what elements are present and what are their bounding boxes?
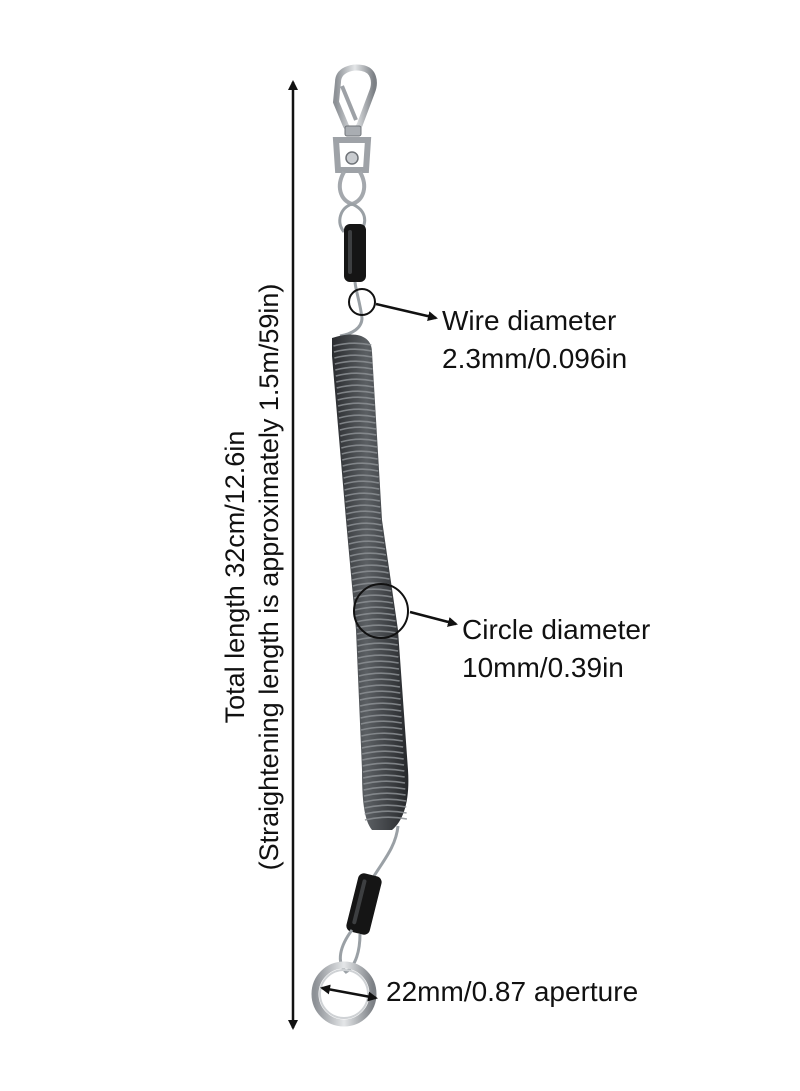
total-length-label: Total length 32cm/12.6in (Straightening … — [218, 284, 286, 871]
coil-winding — [342, 462, 379, 467]
coil-winding — [340, 432, 377, 437]
coil-winding — [363, 786, 406, 791]
coil-winding — [357, 648, 399, 653]
coil-winding — [335, 366, 373, 371]
coil-winding — [338, 414, 376, 419]
coil-winding — [353, 588, 392, 593]
coil-winding — [363, 798, 407, 803]
coil-winding — [354, 606, 394, 611]
coil-spring — [332, 334, 409, 830]
coil-winding — [350, 558, 387, 563]
coil-winding — [349, 546, 386, 551]
circle-diameter-label: Circle diameter 10mm/0.39in — [462, 614, 650, 684]
coil-winding — [359, 702, 402, 707]
coil-winding — [344, 486, 380, 491]
coil-winding — [342, 456, 378, 461]
wire-diameter-label: Wire diameter 2.3mm/0.096in — [442, 305, 627, 375]
coil-winding — [339, 426, 377, 431]
coil-winding — [361, 732, 403, 737]
coil-winding — [354, 600, 394, 605]
coil-winding — [361, 750, 404, 755]
coil-winding — [362, 774, 405, 779]
coil-winding — [357, 654, 399, 659]
coil-winding — [351, 570, 389, 575]
coil-winding — [360, 720, 402, 725]
coil-winding — [337, 402, 375, 407]
coil-winding — [335, 372, 374, 377]
coil-winding — [358, 672, 400, 677]
coil-winding — [359, 690, 401, 695]
coil-winding — [358, 660, 399, 665]
coil-winding — [345, 498, 381, 503]
coil-winding — [356, 630, 398, 635]
coil-winding — [336, 390, 375, 395]
coil-winding — [364, 816, 408, 821]
coil-winding — [359, 684, 401, 689]
coil-winding — [347, 522, 382, 527]
coil-winding — [358, 666, 400, 671]
coil-winding — [364, 804, 407, 809]
coil-winding — [362, 768, 405, 773]
coil-winding — [339, 420, 376, 425]
coil-winding — [361, 738, 403, 743]
coil-winding — [349, 552, 387, 557]
coil-winding — [360, 714, 402, 719]
coil-winding — [344, 492, 380, 497]
coil-winding — [350, 564, 388, 569]
straightening-length-text: (Straightening length is approximately 1… — [254, 283, 284, 871]
coil-winding — [343, 480, 380, 485]
coil-winding — [334, 360, 373, 365]
coil-winding — [334, 354, 373, 359]
coil-winding — [352, 576, 390, 581]
coil-winding — [358, 678, 400, 683]
aperture-label: 22mm/0.87 aperture — [386, 976, 639, 1007]
coil-winding — [341, 450, 378, 455]
coil-winding — [346, 510, 381, 515]
coil-winding — [355, 612, 395, 617]
wire-diameter-title: Wire diameter — [442, 305, 617, 336]
coil-winding — [364, 810, 407, 815]
coil-winding — [359, 696, 401, 701]
coil-winding — [336, 384, 374, 389]
snap-hook-icon — [332, 64, 377, 207]
circle-diameter-marker — [353, 583, 458, 639]
coil-winding — [333, 342, 372, 347]
coil-winding — [340, 438, 377, 443]
coil-winding — [336, 378, 374, 383]
coil-winding — [343, 474, 379, 479]
aperture-marker — [320, 984, 378, 1002]
coil-winding — [360, 708, 402, 713]
coil-winding — [338, 408, 376, 413]
bottom-wire-loop — [338, 825, 400, 974]
coil-winding — [348, 540, 385, 545]
split-ring-icon — [311, 961, 377, 1027]
circle-diameter-title: Circle diameter — [462, 614, 651, 645]
wire-diameter-marker — [348, 288, 438, 322]
coil-winding — [360, 726, 403, 731]
coil-winding — [347, 528, 383, 533]
total-length-text: Total length 32cm/12.6in — [220, 430, 250, 724]
coil-winding — [357, 642, 398, 647]
coil-winding — [341, 444, 378, 449]
coil-winding — [361, 744, 404, 749]
coil-winding — [362, 762, 405, 767]
coil-winding — [337, 396, 375, 401]
coil-winding — [345, 504, 381, 509]
coil-winding — [348, 534, 384, 539]
coil-winding — [342, 468, 379, 473]
circle-diameter-value: 10mm/0.39in — [462, 652, 624, 683]
coil-winding — [355, 618, 396, 623]
wire-diameter-value: 2.3mm/0.096in — [442, 343, 628, 374]
coil-winding — [363, 780, 406, 785]
coil-winding — [363, 792, 406, 797]
coil-winding — [333, 348, 372, 353]
coil-winding — [346, 516, 382, 521]
coil-winding — [362, 756, 404, 761]
top-wire-loop — [338, 202, 367, 338]
